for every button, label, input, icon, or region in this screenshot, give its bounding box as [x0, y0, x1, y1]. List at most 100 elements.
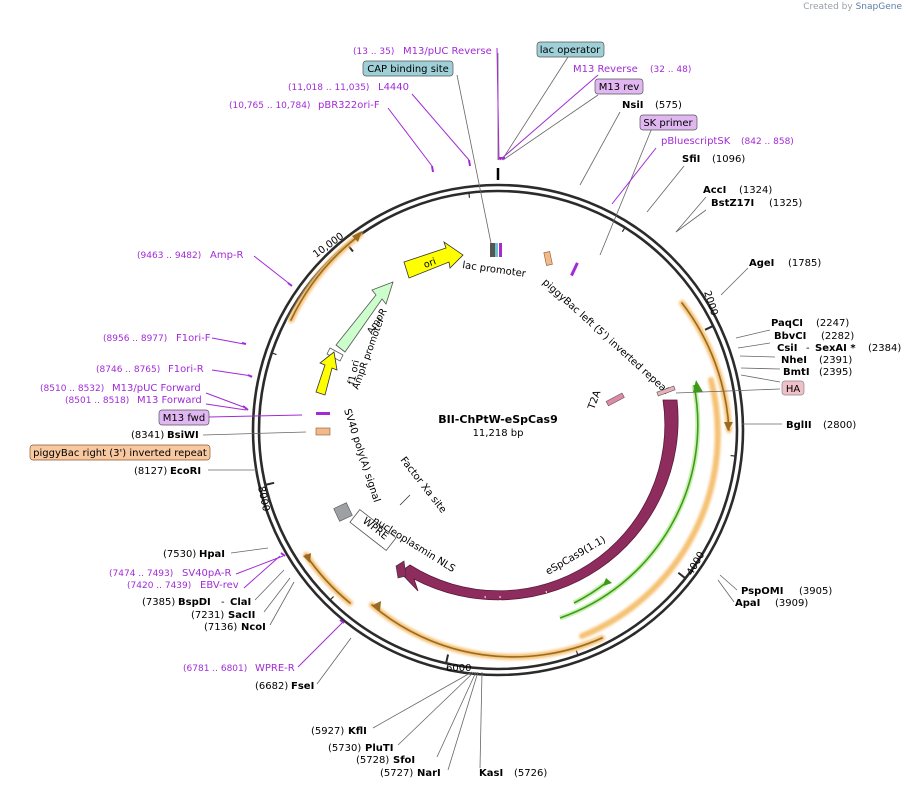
primer-ticks — [241, 157, 505, 624]
enzyme-csii: CsiI — [777, 343, 797, 354]
enzyme-sfii: SfiI — [682, 154, 700, 165]
enzyme-clai: ClaI — [230, 597, 251, 608]
box-ha-text: HA — [786, 384, 801, 395]
primer-m13-reverse-range: (32 .. 48) — [650, 65, 691, 75]
enzyme-sacii: SacII — [228, 610, 255, 621]
primer-f1ori-f-range: (8956 .. 8977) — [103, 334, 167, 344]
primer-labels: (13 .. 35) M13/pUC Reverse M13 Reverse (… — [40, 46, 794, 674]
box-m13-fwd-text: M13 fwd — [163, 413, 205, 424]
enzyme-sfoi-pos: (5728) — [356, 755, 389, 766]
tick-4000 — [677, 571, 687, 580]
enzyme-bsiwi: BsiWI — [167, 430, 199, 441]
enzyme-nsii-pos: (575) — [655, 100, 682, 111]
wpre-feature — [349, 508, 397, 552]
tick-3000 — [730, 454, 736, 457]
enzyme-labels: NsiI (575) SfiI (1096) AccI (1324) BstZ1… — [131, 100, 901, 779]
enzyme-sfoi: SfoI — [393, 755, 415, 766]
primer-m13puc-fwd-range: (8510 .. 8532) — [40, 384, 104, 394]
t2a-mark — [605, 392, 625, 407]
box-m13-rev-text: M13 rev — [599, 82, 640, 93]
tick-label-6000: 6000 — [446, 663, 471, 674]
primer-m13-reverse: M13 Reverse — [573, 64, 638, 75]
pbluescriptsk-mark — [570, 262, 579, 277]
backbone — [251, 183, 745, 677]
box-piggybac-right-text: piggyBac right (3') inverted repeat — [33, 448, 207, 459]
primer-f1ori-r: F1ori-R — [168, 364, 204, 375]
primer-m13-forward-range: (8501 .. 8518) — [65, 396, 129, 406]
enzyme-kasi: KasI — [479, 768, 503, 779]
enzyme-nsii: NsiI — [622, 100, 643, 111]
primer-l4440: L4440 — [378, 82, 409, 93]
primer-pbluescriptsk: pBluescriptSK — [661, 136, 731, 147]
enzyme-bmti-pos: (2395) — [819, 367, 852, 378]
enzyme-bmti: BmtI — [783, 367, 810, 378]
ampr-feature — [335, 281, 394, 353]
tick-label-2000: 2000 — [701, 290, 719, 318]
lac-promoter-label: lac promoter — [462, 260, 528, 280]
sv40-polya-label: SV40 poly(A) signal — [341, 408, 382, 504]
enzyme-hpai-pos: (7530) — [163, 549, 196, 560]
primer-pbr322ori-f: pBR322ori-F — [318, 100, 380, 111]
box-piggybac-right: piggyBac right (3') inverted repeat — [29, 444, 211, 461]
espcas9-label: eSpCas9(1.1) — [544, 534, 608, 577]
tick-8000 — [265, 481, 275, 486]
enzyme-bspdi-pos: (7385) — [142, 597, 175, 608]
factor-xa-leader — [399, 494, 411, 506]
enzyme-ncoi: NcoI — [241, 622, 266, 633]
enzyme-ncoi-pos: (7136) — [204, 622, 237, 633]
f1-ori-label: f1 ori — [346, 359, 362, 386]
factor-xa-label: Factor Xa site — [398, 455, 449, 515]
enzyme-ecori-pos: (8127) — [134, 466, 167, 477]
enzyme-bglii-pos: (2800) — [823, 420, 856, 431]
enzyme-sexai: SexAI * — [815, 343, 856, 354]
enzyme-sfii-pos: (1096) — [712, 154, 745, 165]
nucleoplasmin-nls-mark — [395, 560, 407, 579]
enzyme-paqci: PaqCI — [771, 318, 803, 329]
enzyme-fsei-pos: (6682) — [255, 681, 288, 692]
enzyme-fsei: FseI — [291, 681, 314, 692]
tick-2000 — [704, 325, 714, 331]
primer-ebv-rev: EBV-rev — [200, 580, 239, 591]
enzyme-apai-pos: (3909) — [775, 598, 808, 609]
enzyme-kfli: KflI — [348, 726, 367, 737]
enzyme-bstz17i-pos: (1325) — [769, 198, 802, 209]
enzyme-pluti: PluTI — [365, 743, 393, 754]
enzyme-acci-pos: (1324) — [739, 185, 772, 196]
tick-11000 — [468, 192, 471, 198]
primer-sv40pa-r: SV40pA-R — [182, 568, 231, 579]
tick-9000 — [271, 352, 277, 356]
primer-m13puc-fwd: M13/pUC Forward — [112, 383, 201, 394]
arrowhead-cds-left — [303, 553, 311, 563]
espcas9-feature — [399, 399, 679, 601]
enzyme-kasi-pos: (5726) — [514, 768, 547, 779]
enzyme-pspomi: PspOMI — [741, 586, 783, 597]
f1-ori-feature — [315, 351, 338, 396]
enzyme-acci: AccI — [703, 185, 726, 196]
primer-m13-forward: M13 Forward — [137, 395, 202, 406]
ori-label: ori — [422, 256, 437, 271]
espcas9-dividers — [484, 590, 551, 612]
enzyme-pspomi-pos: (3905) — [799, 586, 832, 597]
primer-amp-r-range: (9463 .. 9482) — [137, 251, 201, 261]
enzyme-csii-dash: - — [806, 343, 810, 354]
enzyme-nari-pos: (5727) — [380, 768, 413, 779]
primer-wpre-r-range: (6781 .. 6801) — [183, 664, 247, 674]
tick-6000 — [445, 654, 450, 664]
enzyme-nhei-pos: (2391) — [819, 355, 852, 366]
top-leaders — [202, 53, 782, 771]
box-sk-primer-text: SK primer — [643, 118, 693, 129]
arrowhead-green-2 — [603, 578, 612, 586]
primer-l4440-range: (11,018 .. 11,035) — [288, 83, 369, 93]
box-lac-operator: lac operator — [536, 41, 605, 58]
ori-feature — [403, 240, 464, 279]
enzyme-bsiwi-pos: (8341) — [131, 430, 164, 441]
piggybac-left-mark — [543, 251, 553, 266]
arrowhead-cds-top — [352, 231, 362, 242]
primer-wpre-r: WPRE-R — [255, 663, 295, 674]
t2a-label: T2A — [586, 389, 603, 412]
sv40-polya-mark — [333, 502, 353, 522]
enzyme-sexai-pos: (2384) — [868, 343, 901, 354]
enzyme-bbvci: BbvCI — [774, 331, 806, 342]
enzyme-apai: ApaI — [735, 598, 760, 609]
